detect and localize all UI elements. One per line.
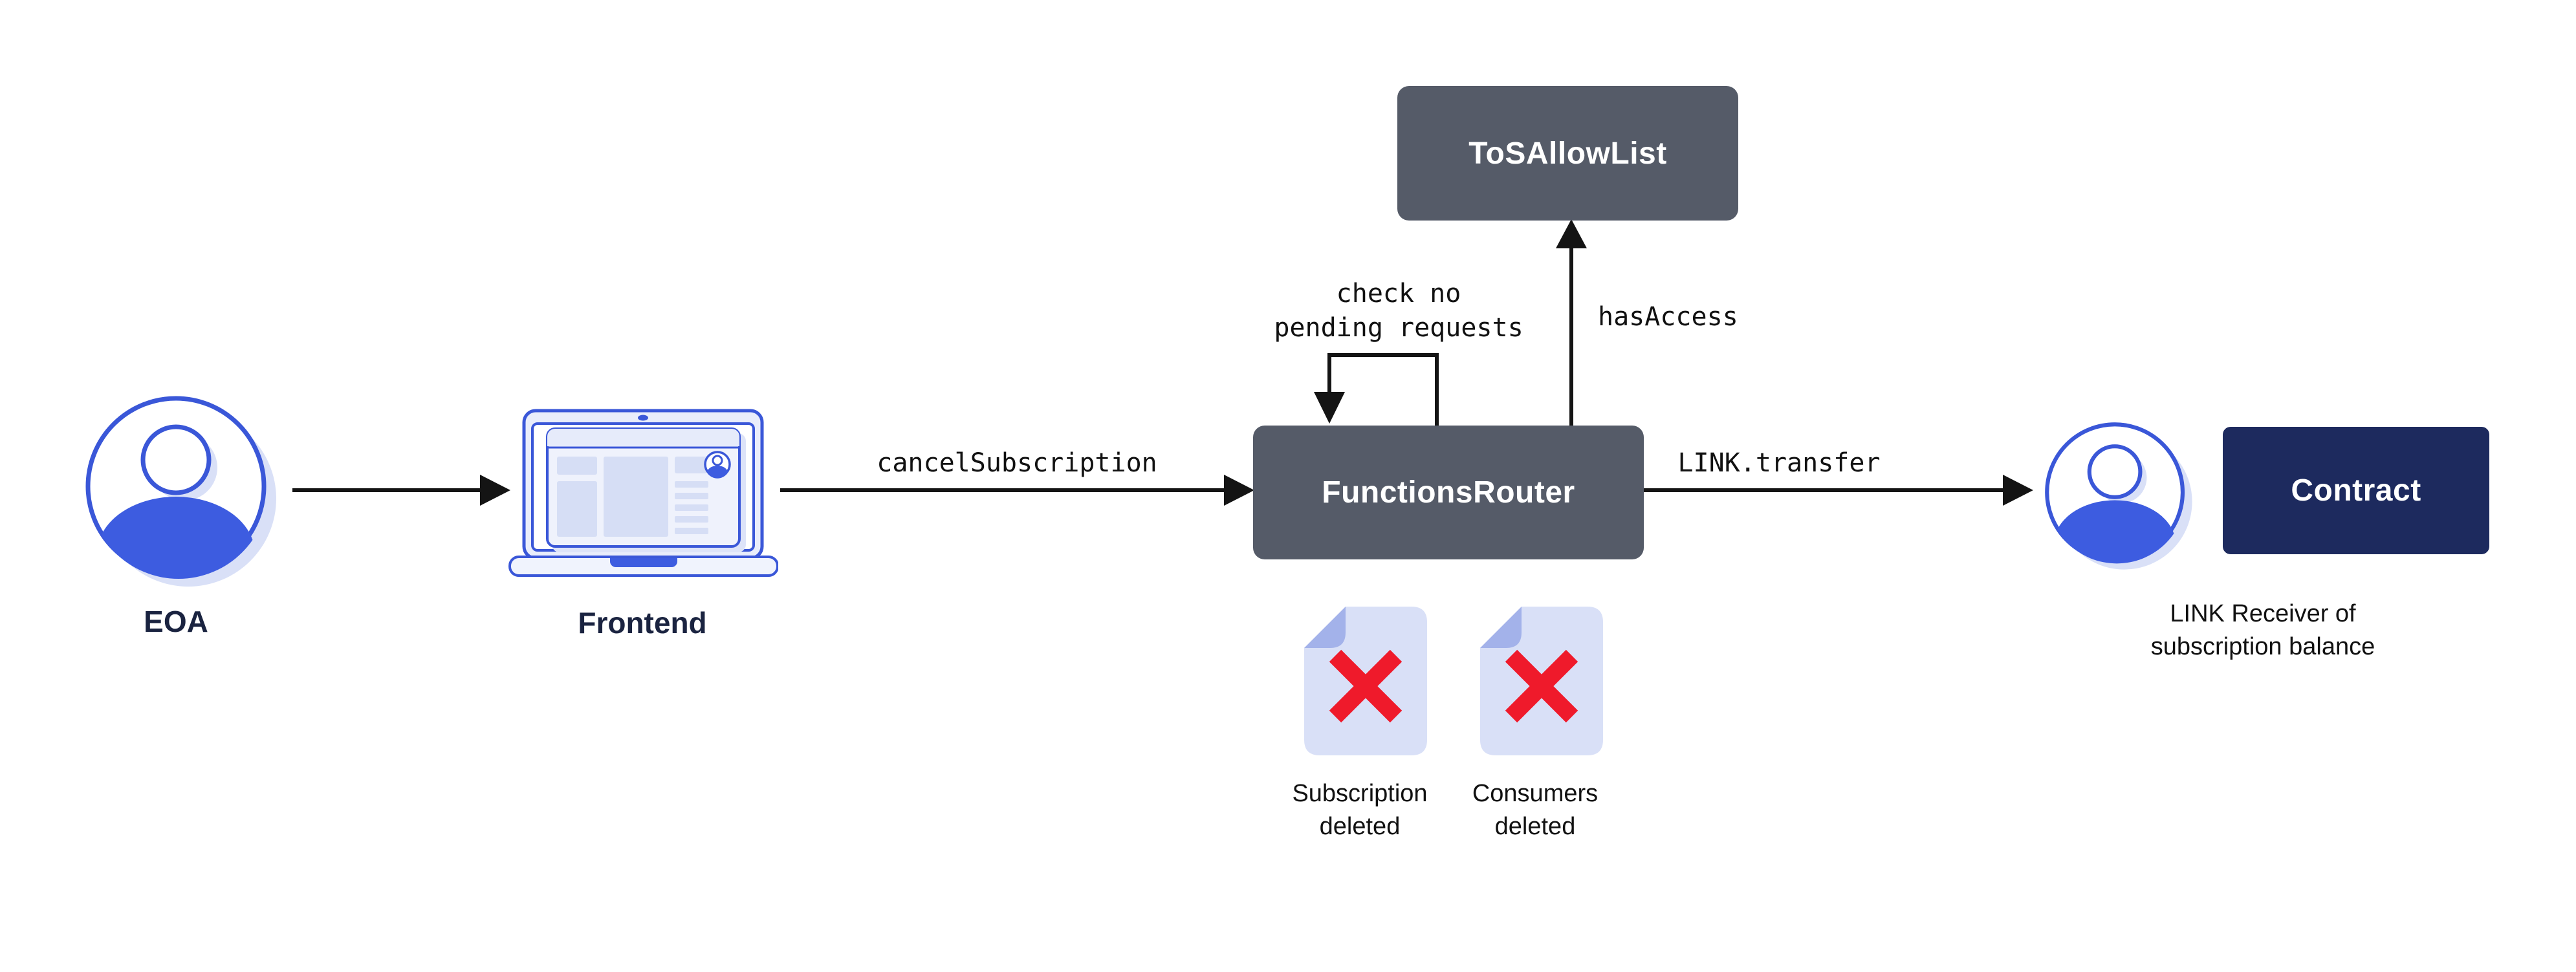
has-access-edge-label: hasAccess [1598,302,1738,332]
eoa-label: EOA [144,605,208,638]
content-block [557,481,597,537]
arrow-router-self-loop [1327,353,1439,426]
tos-allow-list-node: ToSAllowList [1397,86,1738,221]
content-block [557,457,597,475]
avatar-head [712,455,723,466]
consumers-deleted-document-icon [1480,607,1603,755]
laptop-webcam [638,415,648,421]
content-line [675,528,708,534]
link-transfer-edge-label: LINK.transfer [1677,448,1881,478]
laptop-notch [610,558,677,567]
laptop-icon [508,409,778,577]
subscription-deleted-label: Subscription deleted [1292,780,1428,840]
browser-header [547,429,739,446]
consumers-deleted-label: Consumers deleted [1472,780,1599,840]
arrowhead-frontend [480,475,510,506]
avatar-shoulders [707,466,728,479]
person-head [140,424,212,495]
tos-allow-list-title: ToSAllowList [1468,136,1667,171]
person-shoulders [97,497,255,579]
document-fold [1304,607,1346,648]
content-line [675,516,708,523]
arrowhead-receiver [2003,475,2033,506]
cancel-subscription-edge-label: cancelSubscription [877,448,1157,478]
red-x-icon [1505,649,1578,723]
red-x-icon [1329,649,1403,723]
check-no-pending-requests-edge-label: check no pending requests [1274,279,1523,343]
content-line [675,481,708,488]
contract-title: Contract [2291,473,2421,508]
arrowhead-router [1224,475,1254,506]
arrowhead-self-loop [1314,392,1345,424]
document-fold [1480,607,1522,648]
content-block [675,457,707,473]
eoa-person-icon [85,396,276,587]
content-line [675,504,708,511]
receiver-person-icon [2045,422,2192,570]
functions-router-node: FunctionsRouter [1253,426,1644,559]
functions-router-title: FunctionsRouter [1322,475,1575,510]
contract-node: Contract [2223,427,2489,554]
subscription-deleted-document-icon [1304,607,1427,755]
frontend-label: Frontend [578,606,707,640]
content-block [604,457,668,537]
arrowhead-tos [1556,219,1587,248]
person-shoulders [2054,500,2176,564]
link-receiver-label: LINK Receiver of subscription balance [2150,600,2375,660]
person-head [2087,444,2143,499]
content-line [675,493,708,499]
